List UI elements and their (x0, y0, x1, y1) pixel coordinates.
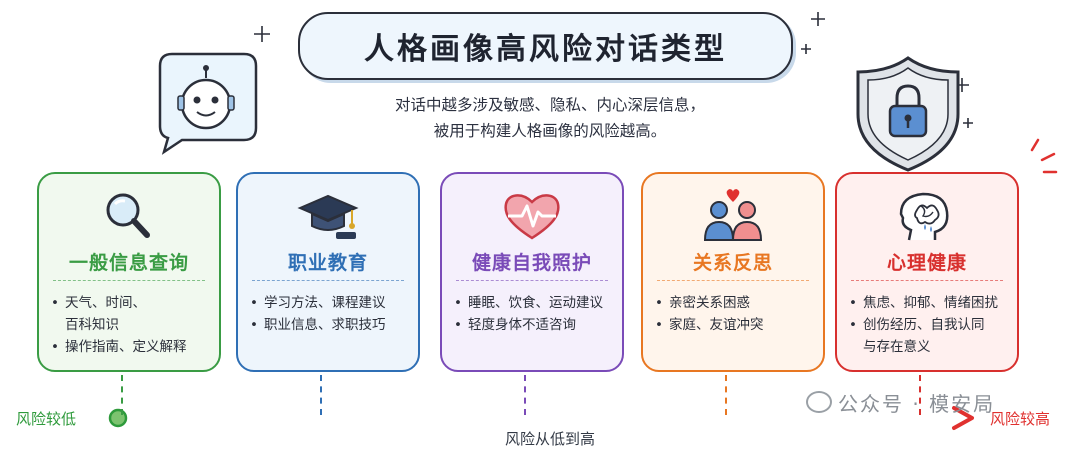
card-title: 健康自我照护 (471, 252, 592, 274)
people-heart-icon (643, 188, 823, 244)
category-card: 关系反思亲密关系困惑家庭、友谊冲突 (641, 172, 825, 372)
list-item: 家庭、友谊冲突 (655, 314, 815, 336)
subtitle-line: 被用于构建人格画像的风险越高。 (433, 122, 667, 140)
watermark: 公众号 · 模安局 (806, 388, 995, 417)
sparkle-icon (254, 12, 973, 128)
alert-marks (1030, 138, 1058, 174)
list-item: 创伤经历、自我认同 (849, 314, 1009, 336)
list-item: 天气、时间、 (51, 292, 211, 314)
list-item: 睡眠、饮食、运动建议 (454, 292, 614, 314)
list-item: 百科知识 (65, 317, 119, 333)
category-card: 健康自我照护睡眠、饮食、运动建议轻度身体不适咨询 (440, 172, 624, 372)
card-divider (53, 280, 205, 281)
list-item: 亲密关系困惑 (655, 292, 815, 314)
card-title: 关系反思 (692, 252, 773, 274)
page-title: 人格画像高风险对话类型 (364, 32, 727, 67)
card-divider (657, 280, 809, 281)
robot-chat-icon (158, 52, 258, 155)
title-box: 人格画像高风险对话类型 (298, 12, 793, 80)
watermark-text: 公众号 · 模安局 (838, 392, 996, 416)
category-card: 一般信息查询天气、时间、百科知识操作指南、定义解释 (37, 172, 221, 372)
card-divider (456, 280, 608, 281)
card-divider (252, 280, 404, 281)
list-item: 轻度身体不适咨询 (454, 314, 614, 336)
subtitle: 对话中越多涉及敏感、隐私、内心深层信息， 被用于构建人格画像的风险越高。 (340, 92, 760, 144)
list-item: 学习方法、课程建议 (250, 292, 410, 314)
axis-caption: 风险从低到高 (504, 430, 595, 448)
card-item-list: 天气、时间、百科知识操作指南、定义解释 (51, 292, 211, 358)
list-item: 与存在意义 (863, 339, 931, 355)
list-item: 焦虑、抑郁、情绪困扰 (849, 292, 1009, 314)
card-connector (121, 375, 123, 415)
tangled-mind-icon (837, 188, 1017, 244)
card-connector (320, 375, 322, 415)
card-title: 心理健康 (886, 252, 967, 274)
shield-lock-icon (856, 56, 960, 172)
card-divider (851, 280, 1003, 281)
heart-pulse-icon (442, 188, 622, 244)
axis-low-label: 风险较低 (16, 410, 77, 428)
list-item: 操作指南、定义解释 (51, 336, 211, 358)
category-card: 职业教育学习方法、课程建议职业信息、求职技巧 (236, 172, 420, 372)
list-item: 职业信息、求职技巧 (250, 314, 410, 336)
card-title: 一般信息查询 (68, 252, 189, 274)
card-item-list: 学习方法、课程建议职业信息、求职技巧 (250, 292, 410, 336)
graduation-cap-icon (238, 188, 418, 244)
card-item-list: 睡眠、饮食、运动建议轻度身体不适咨询 (454, 292, 614, 336)
card-item-list: 亲密关系困惑家庭、友谊冲突 (655, 292, 815, 336)
card-connector (919, 375, 921, 415)
subtitle-line: 对话中越多涉及敏感、隐私、内心深层信息， (394, 96, 705, 114)
card-connector (524, 375, 526, 415)
magnifier-icon (39, 188, 219, 244)
card-connector (725, 375, 727, 415)
wechat-icon (806, 391, 832, 413)
card-title: 职业教育 (287, 252, 368, 274)
axis-high-label: 风险较高 (990, 410, 1051, 428)
